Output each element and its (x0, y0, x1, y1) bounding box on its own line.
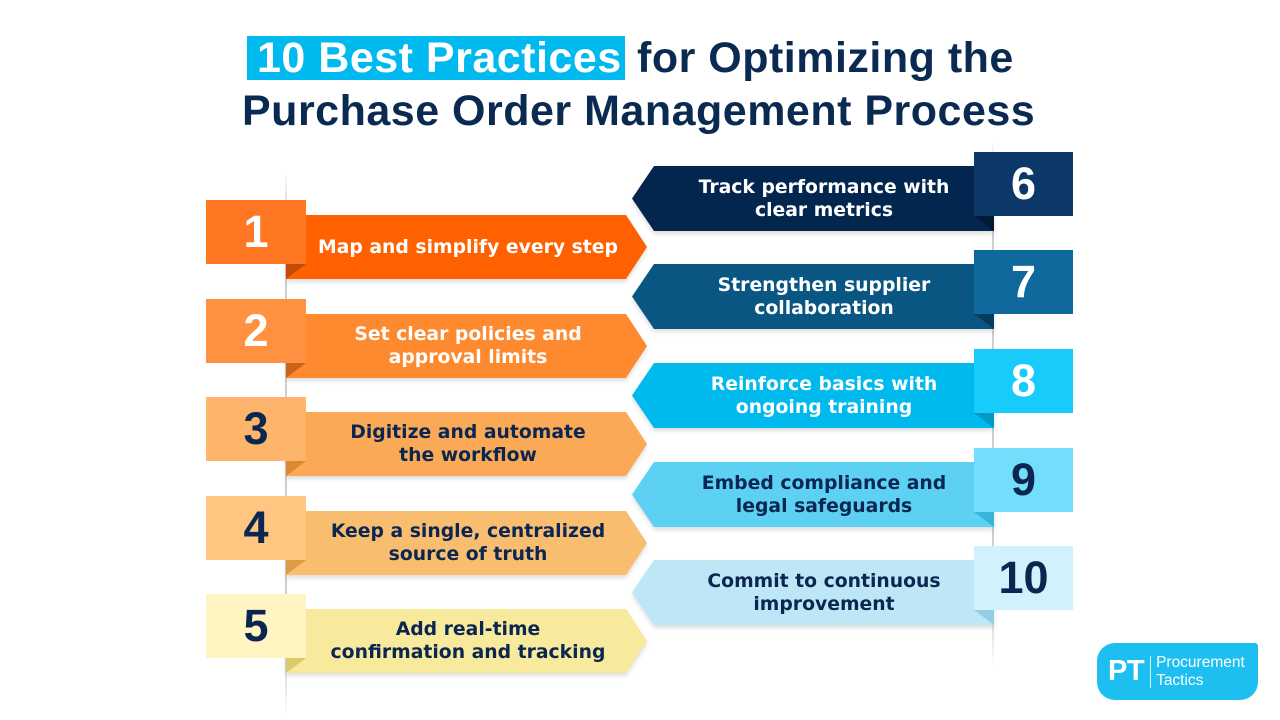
practice-item-10: Commit to continuous improvement 10 (632, 546, 1073, 626)
number-badge: 5 (206, 594, 306, 658)
ribbon: Add real-time confirmation and tracking (286, 609, 647, 673)
number-badge: 1 (206, 200, 306, 264)
practice-text: Add real-time confirmation and tracking (330, 619, 606, 663)
practice-item-6: Track performance with clear metrics 6 (632, 152, 1073, 232)
practice-text: Commit to continuous improvement (707, 570, 941, 615)
practice-item-2: Set clear policies and approval limits 2 (206, 299, 647, 379)
ribbon: Track performance with clear metrics (632, 166, 994, 231)
title-highlight: 10 Best Practices (247, 36, 625, 80)
title-line-2: Purchase Order Management Process (242, 87, 1036, 135)
title-line-1: 10 Best Practices for Optimizing the (247, 36, 1014, 80)
practice-item-4: Keep a single, centralized source of tru… (206, 496, 647, 576)
practice-item-8: Reinforce basics with ongoing training 8 (632, 349, 1073, 429)
ribbon: Reinforce basics with ongoing training (632, 363, 994, 428)
number-badge: 3 (206, 397, 306, 461)
number-badge: 7 (974, 250, 1073, 314)
title-rest: for Optimizing the (637, 34, 1014, 82)
number-badge: 2 (206, 299, 306, 363)
practice-item-5: Add real-time confirmation and tracking … (206, 594, 647, 674)
number-badge: 6 (974, 152, 1073, 216)
practice-text: Strengthen supplier collaboration (717, 274, 931, 319)
logo-initials: PT (1108, 655, 1145, 687)
number-badge: 4 (206, 496, 306, 560)
practice-item-7: Strengthen supplier collaboration 7 (632, 250, 1073, 330)
practice-text: Reinforce basics with ongoing training (710, 373, 938, 418)
number-badge: 8 (974, 349, 1073, 413)
practice-item-1: Map and simplify every step 1 (206, 200, 647, 280)
number-badge: 9 (974, 448, 1073, 512)
practice-item-9: Embed compliance and legal safeguards 9 (632, 448, 1073, 528)
practice-text: Digitize and automate the workflow (350, 422, 586, 466)
ribbon: Keep a single, centralized source of tru… (286, 511, 647, 575)
practice-text: Map and simplify every step (318, 236, 618, 258)
ribbon: Digitize and automate the workflow (286, 412, 647, 476)
number-badge: 10 (974, 546, 1073, 610)
ribbon: Embed compliance and legal safeguards (632, 462, 994, 527)
practice-text: Embed compliance and legal safeguards (701, 472, 947, 517)
practice-text: Keep a single, centralized source of tru… (330, 521, 606, 565)
practice-text: Set clear policies and approval limits (354, 324, 582, 368)
practice-item-3: Digitize and automate the workflow 3 (206, 397, 647, 477)
ribbon: Map and simplify every step (286, 215, 647, 279)
ribbon: Strengthen supplier collaboration (632, 264, 994, 329)
ribbon: Set clear policies and approval limits (286, 314, 647, 378)
logo-divider (1150, 655, 1152, 688)
logo-wordmark: Procurement Tactics (1156, 653, 1245, 689)
ribbon: Commit to continuous improvement (632, 560, 994, 625)
practice-text: Track performance with clear metrics (698, 176, 950, 221)
procurement-tactics-logo: PT Procurement Tactics (1097, 643, 1258, 700)
